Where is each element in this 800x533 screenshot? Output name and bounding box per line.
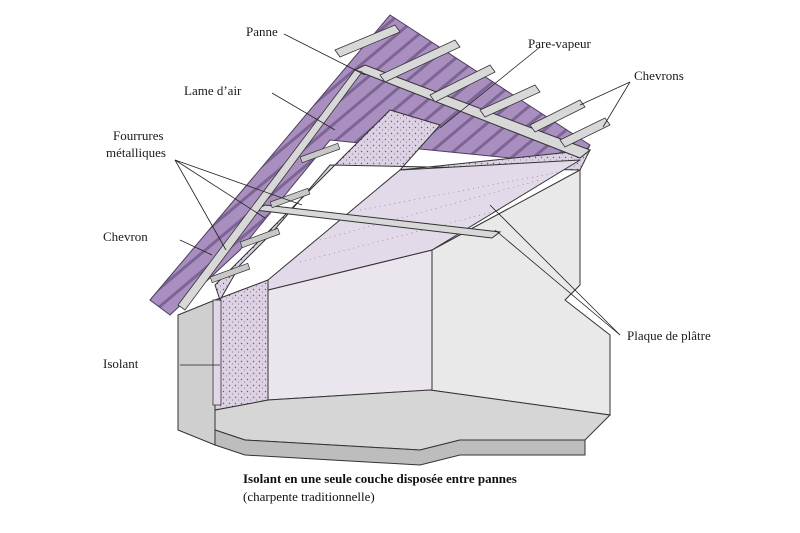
furring-1: [299, 142, 341, 164]
leader-chevron: [179, 239, 213, 256]
leader-plaque-b: [494, 229, 621, 336]
rafter-left: [177, 69, 363, 311]
leader-chevrons-b: [602, 81, 631, 128]
leader-panne: [283, 33, 366, 76]
label-pare-vapeur: Pare-vapeur: [528, 36, 591, 51]
panne-top: [353, 64, 591, 159]
label-fourrures-line1: Fourrures: [113, 128, 164, 143]
leader-fourrures-b: [174, 159, 227, 251]
furring-3: [239, 227, 281, 249]
roof-insulation: [214, 109, 591, 302]
knee-wall-insulation: [214, 279, 269, 411]
leader-plaque-a: [489, 204, 621, 336]
rafters: [177, 24, 611, 311]
caption-title: Isolant en une seule couche disposée ent…: [243, 471, 517, 486]
knee-wall-stud: [212, 299, 222, 406]
rafter-1: [334, 24, 401, 58]
label-chevron: Chevron: [103, 229, 148, 244]
label-plaque-de-platre: Plaque de plâtre: [627, 328, 711, 343]
rafter-3: [429, 64, 496, 103]
leader-lines: [174, 33, 631, 366]
caption: Isolant en une seule couche disposée ent…: [243, 471, 517, 504]
label-fourrures-line2: métalliques: [106, 145, 166, 160]
labels: Panne Pare-vapeur Chevrons Lame d’air Fo…: [103, 24, 711, 371]
rafter-6: [559, 117, 611, 148]
label-chevrons: Chevrons: [634, 68, 684, 83]
leader-chevrons-a: [579, 81, 631, 106]
left-wall-section: [177, 299, 216, 446]
leader-fourrures-a: [174, 159, 266, 219]
room-structure: [177, 169, 612, 466]
metal-furring: [209, 142, 341, 284]
rafter-4: [479, 84, 541, 118]
rafter-2: [379, 39, 461, 83]
label-isolant: Isolant: [103, 356, 139, 371]
furring-4: [209, 262, 251, 284]
rafter-5: [529, 99, 586, 133]
leader-fourrures-c: [174, 159, 303, 206]
label-panne: Panne: [246, 24, 278, 39]
leader-pare-vapeur: [439, 46, 541, 129]
leader-lame-air: [271, 92, 336, 131]
insulation-layer: [214, 109, 591, 302]
caption-subtitle: (charpente traditionnelle): [243, 489, 375, 504]
floor-slab-edge: [214, 429, 586, 466]
label-lame-air: Lame d’air: [184, 83, 242, 98]
